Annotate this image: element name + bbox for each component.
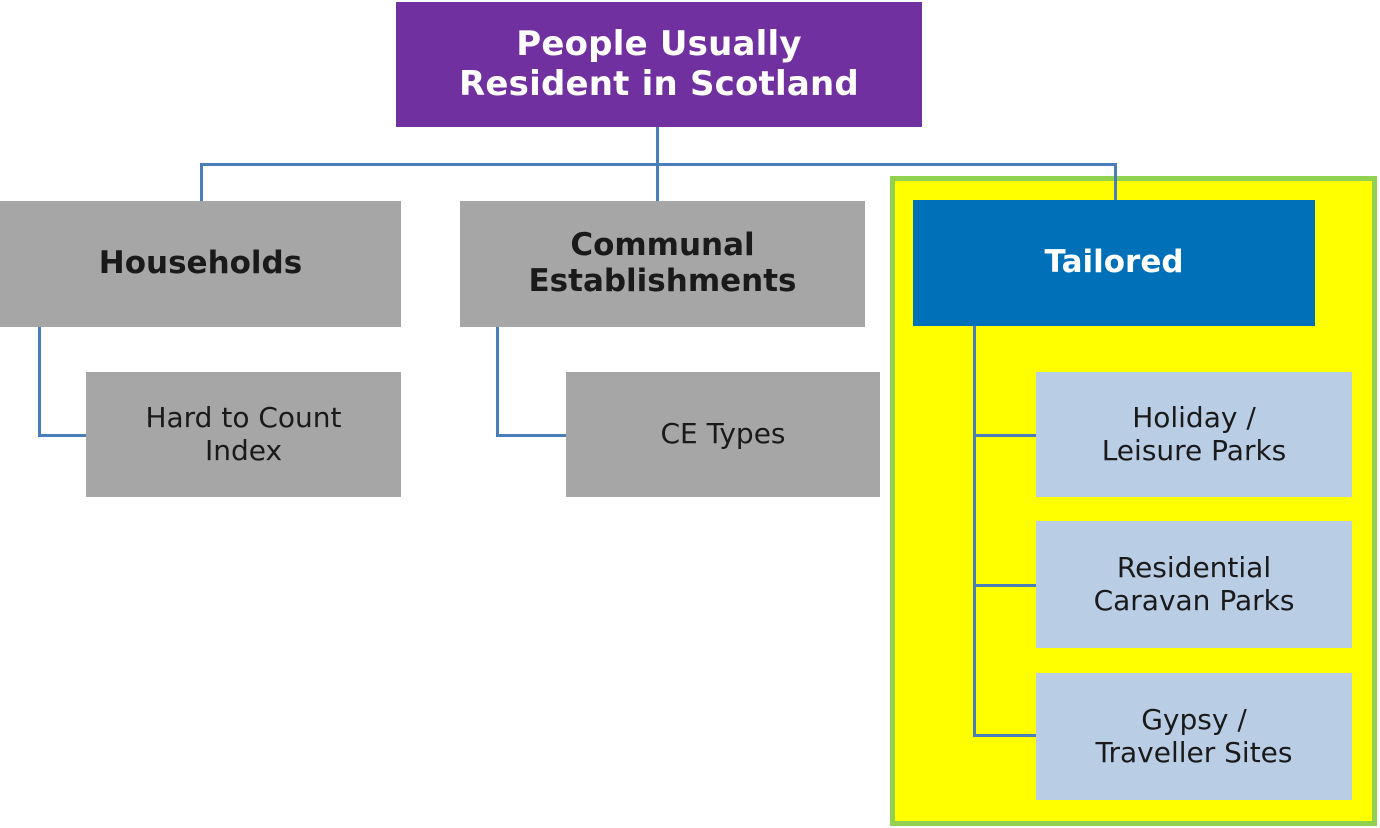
connector-communal-establishments-to-ce-types — [496, 434, 568, 437]
root-node-people-usually-resident-in-scotland[interactable]: People Usually Resident in Scotland — [396, 2, 922, 127]
connector-tailored-trunk — [973, 326, 976, 737]
connector-households-trunk — [38, 327, 41, 437]
child-node-hard-to-count-index-label: Hard to Count Index — [145, 401, 342, 467]
connector-drop-households — [200, 163, 203, 202]
branch-node-communal-establishments[interactable]: Communal Establishments — [460, 201, 865, 327]
child-node-holiday-leisure-parks[interactable]: Holiday / Leisure Parks — [1036, 372, 1352, 497]
branch-node-tailored-label: Tailored — [1044, 244, 1184, 281]
connector-drop-tailored — [1114, 163, 1117, 202]
branch-node-households[interactable]: Households — [0, 201, 401, 327]
connector-tailored-to-residential-caravan-parks — [973, 584, 1038, 587]
child-node-hard-to-count-index[interactable]: Hard to Count Index — [86, 372, 401, 497]
connector-drop-communal-establishments — [656, 163, 659, 202]
branch-node-communal-establishments-label: Communal Establishments — [528, 227, 797, 299]
child-node-ce-types-label: CE Types — [660, 417, 786, 451]
child-node-ce-types[interactable]: CE Types — [566, 372, 880, 497]
child-node-residential-caravan-parks-label: Residential Caravan Parks — [1093, 551, 1295, 617]
connector-tailored-to-holiday-leisure-parks — [973, 434, 1038, 437]
root-node-label: People Usually Resident in Scotland — [459, 24, 859, 104]
child-node-holiday-leisure-parks-label: Holiday / Leisure Parks — [1101, 401, 1287, 467]
connector-communal-establishments-trunk — [496, 327, 499, 437]
connector-households-to-hard-to-count-index — [38, 434, 88, 437]
branch-node-households-label: Households — [98, 245, 303, 282]
branch-node-tailored[interactable]: Tailored — [913, 200, 1315, 326]
child-node-residential-caravan-parks[interactable]: Residential Caravan Parks — [1036, 521, 1352, 648]
connector-tailored-to-gypsy-traveller-sites — [973, 734, 1038, 737]
child-node-gypsy-traveller-sites[interactable]: Gypsy / Traveller Sites — [1036, 673, 1352, 800]
child-node-gypsy-traveller-sites-label: Gypsy / Traveller Sites — [1095, 703, 1293, 769]
connector-root-stem — [656, 127, 659, 163]
